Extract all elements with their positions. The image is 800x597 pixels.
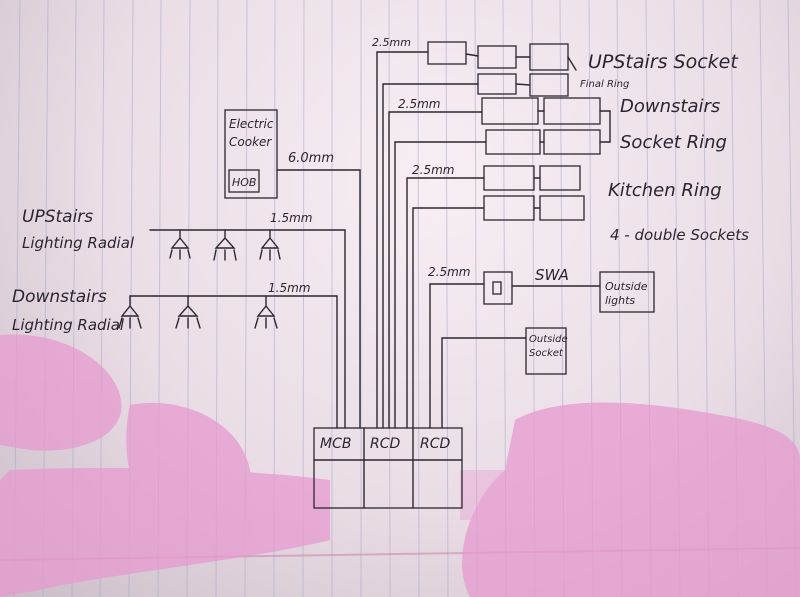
rcd-label-2: RCD bbox=[420, 436, 451, 452]
downstairs-lighting-subtitle: Lighting Radial bbox=[12, 316, 125, 334]
kitchen-ring-cable: 2.5mm bbox=[412, 163, 454, 177]
upstairs-lighting-radial: 1.5mm UPStairs Lighting Radial bbox=[22, 207, 346, 429]
downstairs-lighting-title: Downstairs bbox=[12, 287, 107, 307]
consumer-unit: MCB RCD RCD bbox=[313, 427, 463, 509]
outside-cable: 2.5mm bbox=[428, 265, 470, 279]
downstairs-sockets-cable: 2.5mm bbox=[398, 97, 440, 111]
cooker-cable: 6.0mm bbox=[288, 151, 334, 166]
upstairs-lighting-subtitle: Lighting Radial bbox=[22, 234, 135, 252]
outside-lights-label-1: Outside bbox=[605, 280, 648, 293]
highlighter-marks bbox=[0, 334, 800, 597]
cooker-label-2: Cooker bbox=[229, 135, 272, 149]
cooker-label-1: Electric bbox=[229, 117, 274, 131]
cooker-circuit: Electric Cooker HOB 6.0mm bbox=[224, 109, 361, 429]
kitchen-ring-subtitle: 4 - double Sockets bbox=[610, 226, 749, 244]
downstairs-socket-ring: 2.5mm Downstairs Socket Ring bbox=[388, 96, 727, 429]
outside-socket-label-1: Outside bbox=[529, 334, 568, 345]
upstairs-sockets-subtitle: Final Ring bbox=[580, 79, 629, 90]
kitchen-socket-ring: 2.5mm Kitchen Ring 4 - double Sockets bbox=[406, 163, 749, 429]
mcb-label: MCB bbox=[320, 436, 351, 452]
downstairs-sockets-subtitle: Socket Ring bbox=[620, 132, 727, 153]
upstairs-sockets-cable: 2.5mm bbox=[372, 36, 411, 49]
upstairs-socket-ring: 2.5mm UPStairs Socket Final Ring bbox=[372, 36, 739, 429]
outside-circuits: 2.5mm SWA Outside lights Outside Socket bbox=[428, 265, 655, 429]
downstairs-lighting-cable: 1.5mm bbox=[268, 281, 310, 295]
downstairs-lighting-radial: 1.5mm Downstairs Lighting Radial bbox=[12, 281, 338, 429]
upstairs-sockets-title: UPStairs Socket bbox=[588, 51, 739, 73]
upstairs-lighting-title: UPStairs bbox=[22, 207, 93, 227]
outside-lights-label-2: lights bbox=[605, 294, 635, 307]
cooker-label-3: HOB bbox=[232, 176, 256, 189]
rcd-label-1: RCD bbox=[370, 436, 401, 452]
kitchen-ring-title: Kitchen Ring bbox=[608, 180, 722, 201]
outside-socket-label-2: Socket bbox=[529, 348, 564, 359]
downstairs-sockets-title: Downstairs bbox=[620, 96, 720, 117]
upstairs-lighting-cable: 1.5mm bbox=[270, 211, 312, 225]
swa-label: SWA bbox=[535, 266, 569, 284]
